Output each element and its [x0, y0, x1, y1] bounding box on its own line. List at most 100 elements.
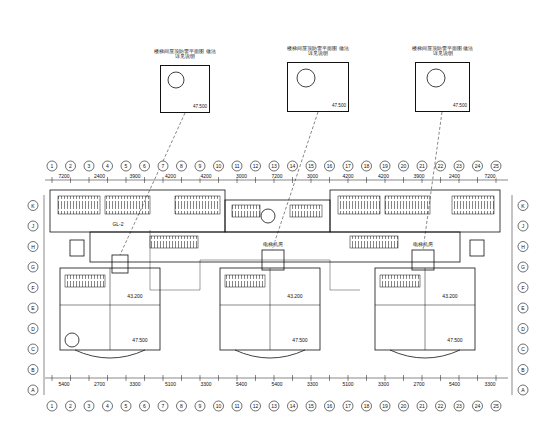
axis-number: 16 — [327, 164, 333, 169]
inset-plan: 楼梯间屋顶防雷平面图 做法详见说明47.500 — [415, 62, 470, 112]
dim-tick — [329, 375, 330, 381]
axis-bubble — [251, 161, 261, 171]
axis-bubble — [121, 161, 131, 171]
inset-title: 楼梯间屋顶防雷平面图 做法详见说明 — [153, 49, 217, 60]
axis-number: 13 — [271, 164, 277, 169]
axis-number: 5 — [125, 404, 128, 409]
axis-bubble — [269, 161, 279, 171]
inset-title: 楼梯间屋顶防雷平面图 做法详见说明 — [286, 46, 350, 57]
dim-tick — [144, 375, 145, 381]
axis-bubble — [177, 161, 187, 171]
axis-number: 18 — [364, 404, 370, 409]
axis-bubble — [288, 401, 298, 411]
axis-number: 17 — [345, 164, 351, 169]
axis-number: 10 — [216, 164, 222, 169]
axis-bubble — [518, 283, 528, 293]
dimension: 3300 — [128, 382, 141, 387]
axis-number: 18 — [364, 164, 370, 169]
axis-number: 11 — [234, 164, 239, 169]
axis-bubble — [343, 161, 353, 171]
axis-number: 12 — [253, 404, 259, 409]
axis-bubble — [306, 401, 316, 411]
axis-bubble — [380, 161, 390, 171]
dim-tick — [440, 375, 441, 381]
axis-number: K — [521, 203, 524, 208]
axis-bubble — [28, 242, 38, 252]
axis-bubble — [518, 262, 528, 272]
dimension: 3000 — [306, 174, 319, 179]
plan-note: 43.200 — [126, 294, 143, 299]
dimension: 4200 — [377, 174, 390, 179]
dim-tick — [144, 177, 145, 183]
dim-tick — [126, 375, 127, 381]
elevation-mark: 47.500 — [193, 105, 207, 110]
dimension: 5400 — [270, 382, 283, 387]
axis-number: 19 — [382, 404, 388, 409]
axis-number: 2 — [69, 164, 72, 169]
dimension: 4200 — [164, 174, 177, 179]
axis-number: H — [521, 244, 525, 249]
axis-number: J — [522, 224, 525, 229]
dim-tick — [422, 375, 423, 381]
axis-number: 6 — [143, 164, 146, 169]
dim-tick — [329, 177, 330, 183]
axis-number: J — [32, 224, 35, 229]
axis-number: 19 — [382, 164, 388, 169]
axis-bubble — [158, 401, 168, 411]
dimension: 4200 — [199, 174, 212, 179]
axis-bubble — [28, 262, 38, 272]
axis-number: 16 — [327, 404, 333, 409]
dim-tick — [366, 177, 367, 183]
dim-tick — [274, 375, 275, 381]
axis-number: 7 — [162, 404, 165, 409]
axis-number: F — [521, 285, 524, 290]
axis-bubble — [28, 221, 38, 231]
dim-tick — [181, 177, 182, 183]
axis-bubble — [306, 161, 316, 171]
axis-number: 22 — [438, 404, 444, 409]
axis-number: 3 — [88, 164, 91, 169]
axis-bubble — [436, 401, 446, 411]
axis-number: 21 — [419, 404, 425, 409]
dim-tick — [348, 375, 349, 381]
dim-tick — [218, 375, 219, 381]
axis-number: 25 — [493, 164, 499, 169]
axis-bubble — [140, 401, 150, 411]
axis-number: C — [521, 347, 525, 352]
axis-bubble — [436, 161, 446, 171]
axis-bubble — [417, 161, 427, 171]
dim-tick — [477, 177, 478, 183]
plan-note: GL-2 — [111, 222, 124, 227]
dim-tick — [181, 375, 182, 381]
dimension: 3900 — [412, 174, 425, 179]
dim-tick — [89, 375, 90, 381]
dim-tick — [70, 375, 71, 381]
axis-number: 11 — [234, 404, 239, 409]
dimension: 3300 — [306, 382, 319, 387]
dim-tick — [292, 375, 293, 381]
axis-number: 22 — [438, 164, 444, 169]
dimension: 3300 — [483, 382, 496, 387]
axis-number: F — [31, 285, 34, 290]
axis-number: 13 — [271, 404, 277, 409]
axis-bubble — [214, 401, 224, 411]
axis-bubble — [214, 161, 224, 171]
axis-number: 10 — [216, 404, 222, 409]
axis-bubble — [491, 401, 501, 411]
axis-bubble — [518, 242, 528, 252]
dimension: 5400 — [235, 382, 248, 387]
dim-tick — [218, 177, 219, 183]
axis-number: 17 — [345, 404, 351, 409]
axis-number: D — [31, 326, 35, 331]
axis-number: 24 — [475, 404, 481, 409]
axis-bubble — [518, 385, 528, 395]
axis-number: K — [31, 203, 34, 208]
axis-number: 21 — [419, 164, 425, 169]
axis-number: 4 — [106, 164, 109, 169]
axis-number: 8 — [180, 404, 183, 409]
axis-number: 7 — [162, 164, 165, 169]
dimension: 3000 — [235, 174, 248, 179]
axis-number: E — [31, 306, 34, 311]
dim-tick — [89, 177, 90, 183]
